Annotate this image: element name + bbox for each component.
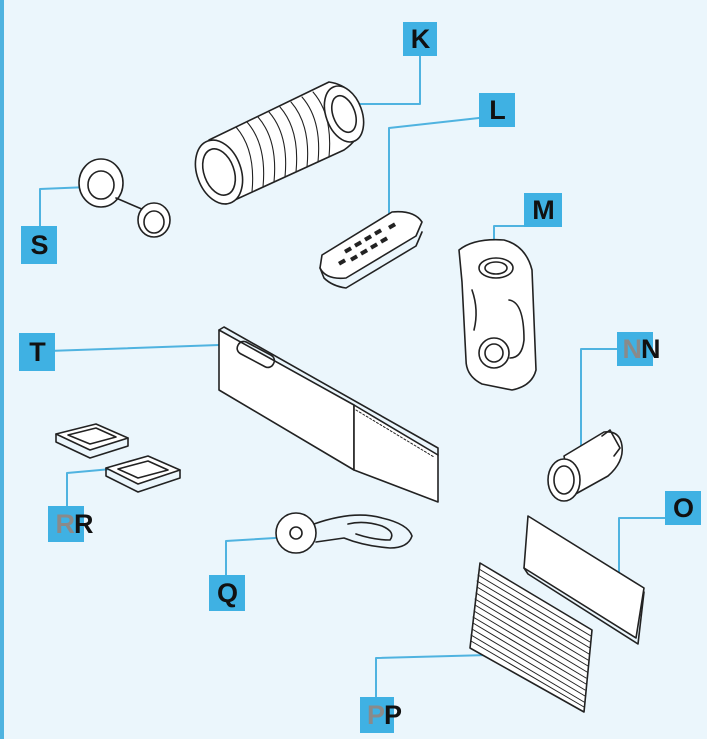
leader-pp <box>375 654 490 715</box>
label-q: Q <box>209 575 245 611</box>
leader-l <box>388 117 480 215</box>
leader-q <box>225 536 293 584</box>
label-rr-text-ghost: R <box>55 508 75 539</box>
remote-control-drawing <box>319 210 423 289</box>
leader-lines <box>39 55 670 715</box>
label-nn: NN <box>617 332 665 366</box>
parts-illustration <box>39 55 670 715</box>
leader-t <box>47 344 220 352</box>
foam-seal-pads-drawing <box>55 423 181 493</box>
leader-nn <box>580 348 618 446</box>
hose-adapter-drawing <box>458 238 537 391</box>
label-t-text: T <box>29 336 45 367</box>
label-nn-text-ghost: N <box>622 333 642 364</box>
hose-connector-rings-drawing <box>78 158 171 238</box>
leader-s <box>39 186 90 230</box>
label-m: M <box>524 193 562 227</box>
label-l: L <box>479 93 515 127</box>
drain-strap-drawing <box>275 512 413 554</box>
label-o-text: O <box>672 492 694 523</box>
air-filter-drawing <box>523 515 645 645</box>
window-adapter-drawing <box>547 429 624 502</box>
exhaust-hose-drawing <box>194 81 365 205</box>
label-l-text: L <box>489 94 505 125</box>
label-k: K <box>403 22 437 56</box>
window-slider-panel-drawing <box>218 326 439 503</box>
label-rr-text: RR <box>55 508 94 539</box>
label-o: O <box>665 491 701 525</box>
label-s-text: S <box>30 229 48 260</box>
label-pp-text-ghost: P <box>366 699 385 730</box>
label-pp-text: PP <box>366 699 402 730</box>
label-m-text: M <box>532 194 554 225</box>
label-k-text: K <box>410 23 430 54</box>
label-t: T <box>19 333 55 371</box>
label-rr: RR <box>48 506 100 542</box>
label-nn-text: NN <box>622 333 661 364</box>
grille-filter-drawing <box>469 562 593 713</box>
label-pp: PP <box>360 697 408 733</box>
label-q-text: Q <box>216 577 238 608</box>
leader-k <box>335 55 421 105</box>
leader-o <box>618 517 670 599</box>
label-s: S <box>21 226 57 264</box>
